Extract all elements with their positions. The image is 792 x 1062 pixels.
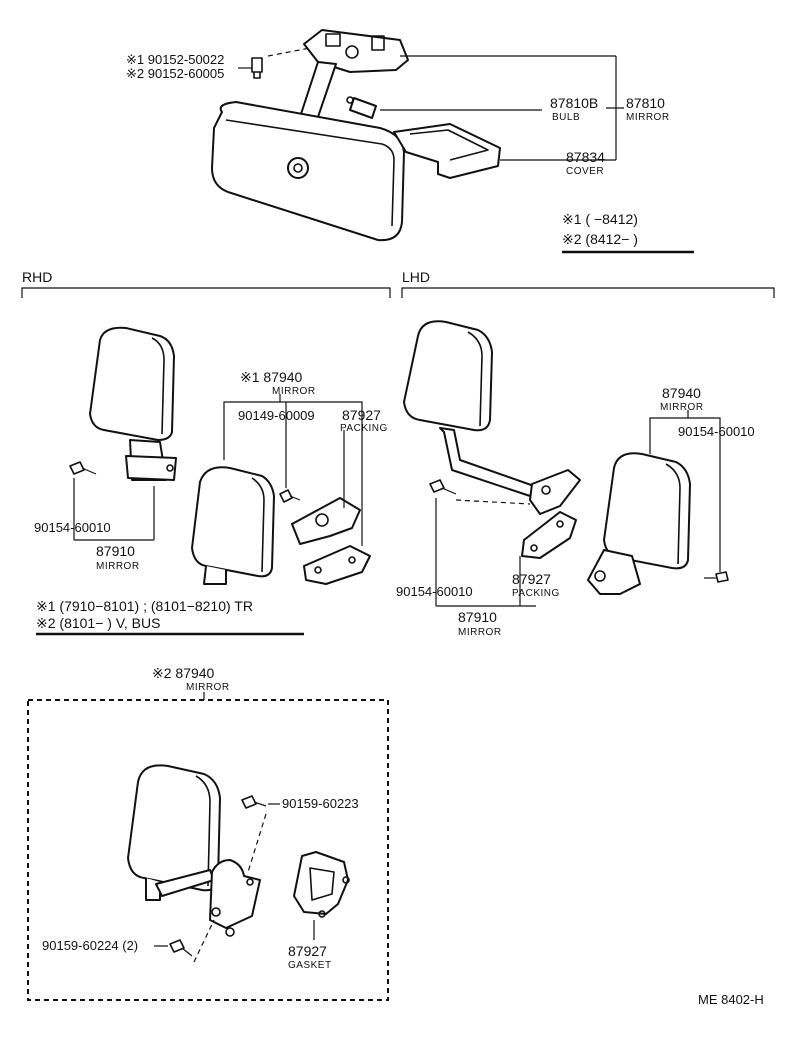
- bulb-part-name: BULB: [552, 112, 580, 123]
- lhd-screw-90154: [704, 571, 729, 583]
- box-ref-mirror-part-name: MIRROR: [186, 682, 230, 693]
- bulb-part-no: 87810B: [550, 95, 598, 111]
- box-lower-dashed: [193, 919, 215, 963]
- rhd-mirror-part-no: 87910: [96, 543, 135, 559]
- box-screw-upper: [241, 795, 267, 809]
- lhd-ref-leader: [649, 417, 721, 572]
- lhd-packing-part-no: 87927: [512, 571, 551, 587]
- top-note-2: ※2 (8412− ): [562, 231, 638, 247]
- rhd-ref-mirror-part-name: MIRROR: [272, 386, 316, 397]
- rhd-ref-mirror-part-no: ※1 87940: [240, 369, 303, 385]
- box-ref-mirror-part-no: ※2 87940: [152, 665, 215, 681]
- top-leaders: [238, 55, 624, 161]
- rhd-packing-part-no: 87927: [342, 407, 381, 423]
- rhd-mirror-part-name: MIRROR: [96, 561, 140, 572]
- lhd-mirror-part-no: 87910: [458, 609, 497, 625]
- bulb-87810B: [346, 96, 377, 119]
- rhd-bolt-part-no: 90154-60010: [34, 520, 111, 535]
- rhd-note-2: ※2 (8101− ) V, BUS: [36, 615, 160, 631]
- cover-87834: [393, 123, 501, 179]
- box-frame: [27, 699, 389, 1001]
- box-mirror-87940: [127, 764, 261, 937]
- box-screw-upper-part-no: 90159-60223: [282, 796, 359, 811]
- rhd-ref-leader: [223, 401, 363, 546]
- lhd-bolt-90154: [429, 479, 457, 495]
- box-gasket-part-name: GASKET: [288, 960, 332, 971]
- lhd-mirror-87910: [403, 320, 581, 515]
- rhd-screw-part-no: 90149-60009: [238, 408, 315, 423]
- rhd-mirror-87910: [89, 326, 177, 481]
- box-upper-dashed: [247, 813, 267, 873]
- leader-bolt-dashed: [267, 47, 311, 57]
- rhd-heading: RHD: [22, 269, 52, 285]
- lhd-packing-87927: [521, 511, 577, 559]
- bolt-note-1: ※1 90152-50022: [126, 52, 224, 67]
- diagram-code: ME 8402-H: [698, 992, 764, 1007]
- lhd-ref-mirror-part-name: MIRROR: [660, 402, 704, 413]
- lhd-bolt-part-no: 90154-60010: [396, 584, 473, 599]
- rhd-packing-part-name: PACKING: [340, 423, 388, 434]
- inner-mirror-part-name: MIRROR: [626, 112, 670, 123]
- inner-mirror-part-no: 87810: [626, 95, 665, 111]
- bolt-note-2: ※2 90152-60005: [126, 66, 224, 81]
- lhd-heading: LHD: [402, 269, 430, 285]
- lhd-mirror-part-name: MIRROR: [458, 627, 502, 638]
- lhd-packing-part-name: PACKING: [512, 588, 560, 599]
- rhd-note-1: ※1 (7910−8101) ; (8101−8210) TR: [36, 598, 253, 614]
- inner-mirror-assembly: [211, 29, 409, 242]
- top-note-1: ※1 ( −8412): [562, 211, 638, 227]
- lhd-ref-mirror-part-no: 87940: [662, 385, 701, 401]
- rhd-packing-87927: [303, 545, 371, 585]
- rhd-screw-90149: [279, 489, 301, 503]
- box-screw-lower: [169, 939, 193, 957]
- lhd-dashed-leader: [455, 499, 531, 505]
- cover-part-name: COVER: [566, 166, 604, 177]
- lhd-mirror-87940: [587, 452, 691, 595]
- rhd-mirror-87940: [191, 466, 361, 585]
- box-screw-lower-part-no: 90159-60224 (2): [42, 938, 138, 953]
- box-gasket-part-no: 87927: [288, 943, 327, 959]
- rhd-bolt-90154: [69, 461, 97, 475]
- box-gasket-87927: [293, 851, 350, 918]
- rhd-bracket: [21, 287, 391, 298]
- cover-part-no: 87834: [566, 149, 605, 165]
- lhd-screw-part-no: 90154-60010: [678, 424, 755, 439]
- lhd-bracket: [401, 287, 775, 298]
- bolt-90152: [251, 57, 263, 79]
